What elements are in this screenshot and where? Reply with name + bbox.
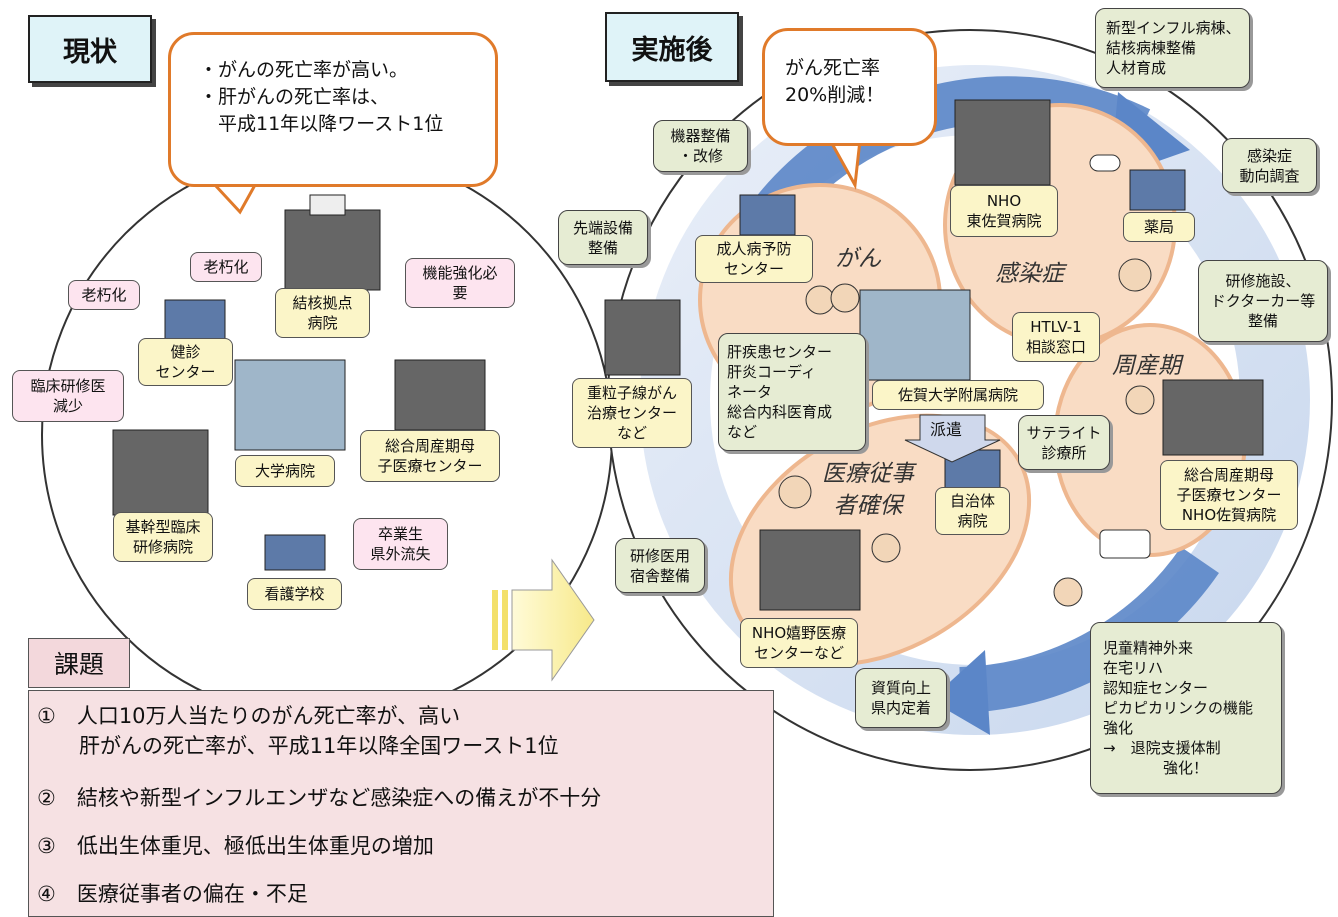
current-title: 現状: [28, 15, 152, 83]
area-gan: がん: [835, 246, 881, 272]
current-bubble: ・がんの死亡率が高い。 ・肝がんの死亡率は、 平成11年以降ワースト1位: [168, 32, 498, 187]
after-bubble: がん死亡率 20%削減！: [762, 28, 937, 146]
issues-box: ① 人口10万人当たりのがん死亡率が、高い 肝がんの死亡率が、平成11年以降全国…: [28, 690, 774, 917]
area-shusanki: 周産期: [1112, 353, 1181, 379]
label-juryushi: 重粒子線がん 治療センター など: [572, 378, 692, 448]
label-seijin: 成人病予防 センター: [695, 235, 813, 283]
label-sogo-nho: 総合周産期母 子医療センター NHO佐賀病院: [1160, 460, 1298, 530]
note-rinsho: 臨床研修医 減少: [12, 370, 124, 422]
note-kiki: 機器整備 ・改修: [653, 120, 748, 172]
people-icons: [778, 258, 1155, 607]
ring-arrow-bottom-head: [930, 650, 990, 735]
note-kenshu: 研修施設、 ドクターカー等 整備: [1198, 260, 1328, 342]
note-satellite: サテライト 診療所: [1018, 415, 1110, 470]
ambulance-icon: [1099, 529, 1151, 559]
label-jichitai: 自治体 病院: [935, 487, 1010, 535]
issue-item-4: ④ 医療従事者の偏在・不足: [37, 882, 308, 906]
area-iryo-renkei: 医療 連携: [985, 595, 1031, 653]
label-kango: 看護学校: [247, 578, 342, 610]
label-htlv: HTLV-1 相談窓口: [1012, 312, 1100, 362]
note-shingata: 新型インフル病棟、 結核病棟整備 人材育成: [1095, 8, 1250, 88]
note-sotsugyo: 卒業生 県外流失: [353, 518, 448, 570]
label-kanshikkan: 肝疾患センター 肝炎コーディ ネータ 総合内科医育成 など: [718, 333, 866, 451]
building-icons: [112, 99, 1264, 611]
note-shishitsu: 資質向上 県内定着: [855, 668, 947, 728]
label-yakkyoku: 薬局: [1123, 212, 1195, 242]
label-nho-higashi: NHO 東佐賀病院: [950, 185, 1058, 237]
area-kansensho: 感染症: [995, 261, 1064, 287]
note-rokyu1: 老朽化: [190, 252, 262, 282]
label-sogo: 総合周産期母 子医療センター: [360, 430, 500, 482]
label-kekkaku: 結核拠点 病院: [275, 288, 370, 338]
label-kenshin: 健診 センター: [138, 338, 233, 386]
label-haken: 派遣: [930, 420, 963, 439]
haken-arrow: [904, 414, 1001, 463]
note-kino: 機能強化必 要: [405, 258, 515, 308]
after-title: 実施後: [605, 12, 739, 82]
note-jido: 児童精神外来 在宅リハ 認知症センター ピカピカリンクの機能 強化 → 退院支援…: [1090, 622, 1282, 794]
label-saga: 佐賀大学附属病院: [872, 380, 1044, 410]
note-sentan: 先端設備 整備: [558, 210, 648, 265]
issue-item-2: ② 結核や新型インフルエンザなど感染症への備えが不十分: [37, 786, 602, 810]
center-arrow: [492, 558, 595, 682]
label-daigaku: 大学病院: [235, 455, 335, 487]
note-kenshui: 研修医用 宿舎整備: [615, 538, 705, 593]
pills-icon: [1089, 154, 1121, 172]
area-iryo-jujisha: 医療従事 者確保: [822, 461, 914, 519]
note-rokyu2: 老朽化: [68, 280, 140, 310]
label-ureshino: NHO嬉野医療 センターなど: [740, 618, 858, 668]
issue-item-1: ① 人口10万人当たりのがん死亡率が、高い 肝がんの死亡率が、平成11年以降全国…: [37, 704, 559, 758]
issue-item-3: ③ 低出生体重児、極低出生体重児の増加: [37, 834, 434, 858]
issues-title: 課題: [28, 638, 130, 688]
note-kansensho-chosa: 感染症 動向調査: [1222, 138, 1317, 193]
label-kikan: 基幹型臨床 研修病院: [113, 512, 213, 562]
